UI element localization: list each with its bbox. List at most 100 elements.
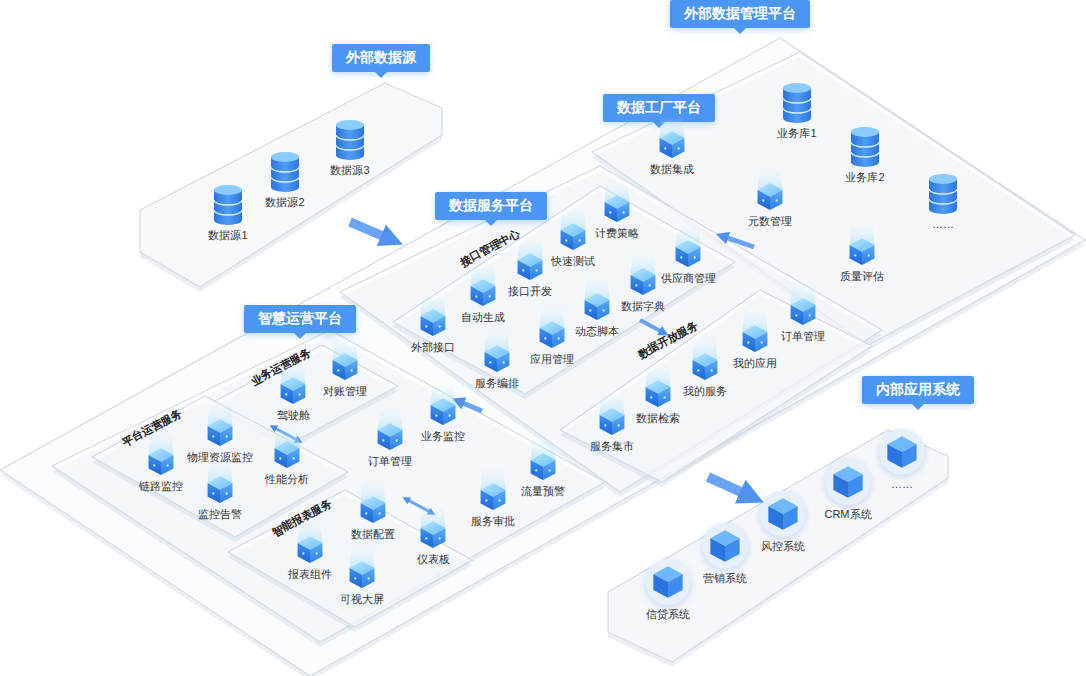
cube-left [758,190,770,210]
cube-left [208,483,220,503]
cube-left [833,474,848,498]
service-node: 驾驶舱 [277,362,310,422]
database-node: 数据源2 [265,151,304,209]
database-top [336,120,364,130]
cube-left [561,230,573,250]
service-node: 报表组件 [288,521,332,581]
cube-icon [358,481,388,525]
cube-left [471,286,483,306]
cube-dot [635,284,637,286]
service-node: 数据字典 [621,253,665,313]
cube-left [585,300,597,320]
app-cube [885,434,919,470]
node-label: 服务集市 [590,440,634,453]
node-label: 数据字典 [621,300,665,313]
cube-right [672,138,684,158]
cube-right [612,415,624,435]
cube-left [281,384,293,404]
cube-right [848,474,863,498]
slab-face [592,52,1075,345]
cube-dot [279,457,281,459]
cube-dot [226,435,228,437]
cube-icon [205,404,235,448]
app-cube [831,464,865,500]
cube-dot [439,537,441,539]
cube-icon [847,223,877,267]
node-label: 计费策略 [595,227,639,240]
cube-dot [558,337,560,339]
cube-dot [439,325,441,327]
cube-dot [549,469,551,471]
app-system-node: …… [879,429,925,491]
database-node: 数据源3 [330,119,369,177]
cube-left [361,503,373,523]
cube-icon [418,506,448,550]
node-label: 外部接口 [411,341,455,354]
cube-left [605,202,617,222]
cube-icon [375,408,405,452]
cube-right [643,275,655,295]
cube-left [768,506,783,530]
database-top [851,127,879,137]
node-label: 链路监控 [139,480,183,493]
cube-right [617,202,629,222]
cube-icon [347,546,377,590]
cube-dot [678,147,680,149]
cube-left [481,490,493,510]
node-label: 应用管理 [530,353,574,366]
platform-tag: 智慧运营平台 [244,305,356,333]
database-node: …… [927,173,959,231]
cube-right [433,528,445,548]
database-top [214,185,242,195]
service-node: 服务编排 [475,330,519,390]
database-icon [781,82,813,124]
cube-icon [478,468,508,512]
service-node: 接口开发 [508,238,552,298]
database-ring [851,142,879,147]
database-ring [271,167,299,172]
cube-dot [489,361,491,363]
cube-dot [285,393,287,395]
cube-icon [537,306,567,350]
cube-dot [425,325,427,327]
flow-arrow [722,236,754,247]
cube-icon [428,383,458,427]
database-top [929,174,957,184]
platform-tag: 数据工厂平台 [603,94,715,122]
service-node: 数据集成 [650,116,694,176]
cube-right [725,538,740,562]
cube-icon [597,393,627,437]
cube-dot [226,492,228,494]
database-icon [334,119,366,161]
cube-left [660,138,672,158]
node-label: 自动生成 [461,311,505,324]
cube-right [770,190,782,210]
cube-dot [604,424,606,426]
service-node: 计费策略 [595,180,639,240]
cube-left [350,568,362,588]
app-icon [702,523,748,569]
cube-dot [382,439,384,441]
cube-left [208,426,220,446]
platform-tag: 外部数据管理平台 [670,0,810,28]
cube-left [710,538,725,562]
cube-dot [650,396,652,398]
cube-dot [485,499,487,501]
cube-right [543,460,555,480]
node-label: 供应商管理 [661,272,716,285]
cube-dot [293,457,295,459]
node-label: 数据集成 [650,163,694,176]
database-ring [783,98,811,103]
cube-dot [623,211,625,213]
cube-right [803,305,815,325]
cube-left [676,247,688,267]
node-label: 数据源1 [208,229,247,242]
cube-icon [418,294,448,338]
service-node: 自动生成 [461,264,505,324]
platform-slab: 智慧运营平台业务运营服务对账管理驾驶舱业务监控平台运营服务物理资源监控链路监控性… [52,330,605,642]
node-label: 数据配置 [351,528,395,541]
cube-right [293,384,305,404]
platform-tag: 内部应用系统 [862,376,974,404]
cube-dot [153,464,155,466]
